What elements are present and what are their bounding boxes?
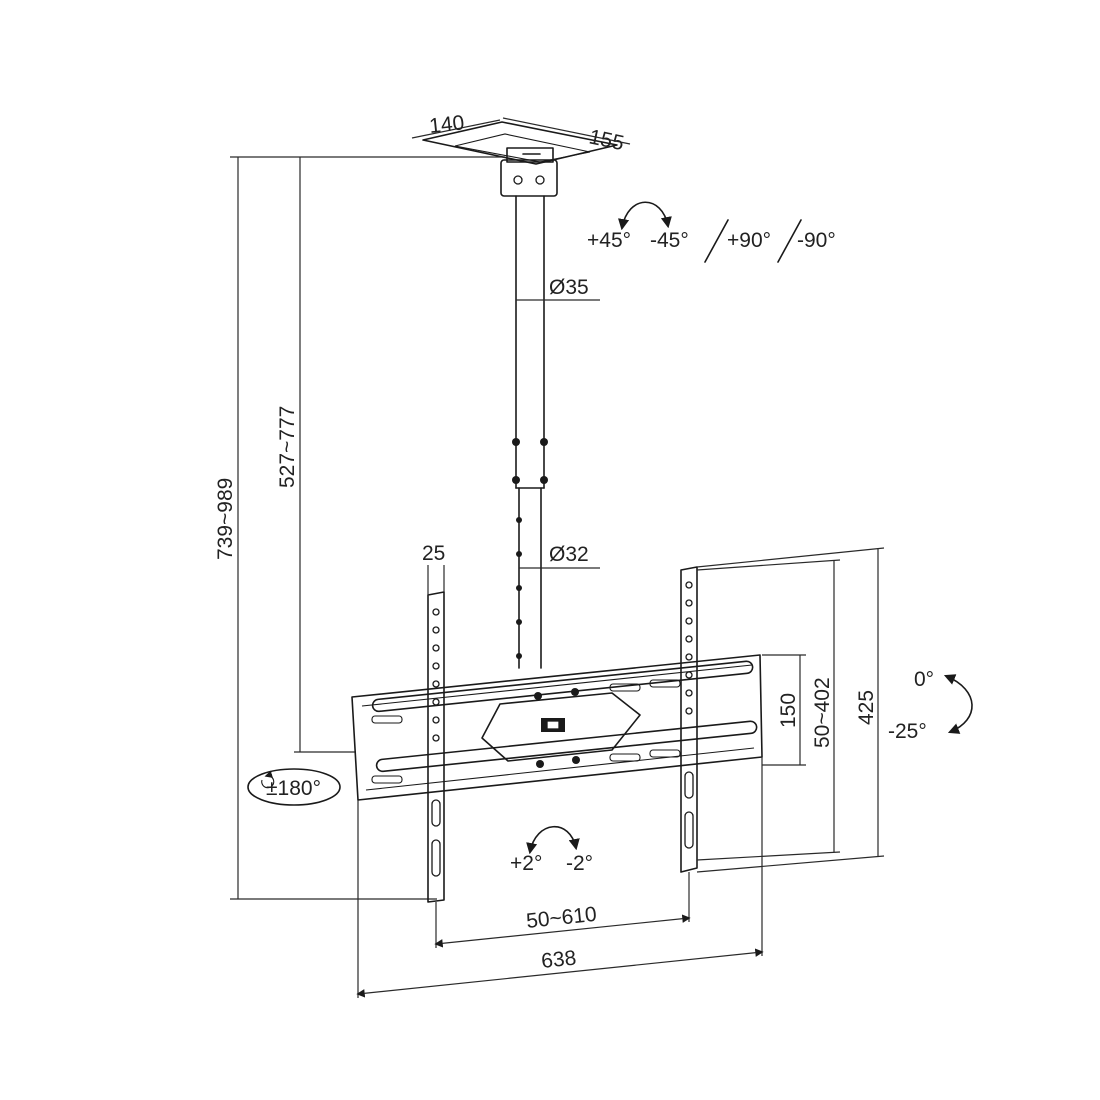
level-neg-label: -2° bbox=[566, 852, 593, 875]
overall-height-label: 739~989 bbox=[214, 478, 237, 560]
left-vertical-arm bbox=[427, 591, 445, 903]
tilt-up-label: 0° bbox=[914, 668, 934, 691]
pole-diameter-dimensions: Ø35 Ø32 bbox=[516, 276, 600, 569]
ceiling-plate bbox=[422, 121, 618, 197]
bracket-height-label: 150 bbox=[777, 693, 800, 728]
pole-lower-diameter-label: Ø32 bbox=[549, 543, 589, 566]
rotate-neg-label: -90° bbox=[797, 229, 836, 252]
height-dimensions: 739~989 527~777 bbox=[214, 156, 505, 900]
swivel-right-label: -45° bbox=[650, 229, 689, 252]
tilt-indicator: 0° -25° bbox=[888, 668, 973, 743]
right-height-dimensions: 150 50~402 425 bbox=[696, 547, 885, 873]
swivel-rotation-indicator: +45° -45° +90° -90° bbox=[587, 201, 836, 263]
vesa-vertical-label: 50~402 bbox=[811, 677, 834, 748]
rotate-pos-label: +90° bbox=[727, 229, 771, 252]
arm-width-dimension: 25 bbox=[422, 542, 445, 595]
drop-height-label: 527~777 bbox=[276, 406, 299, 488]
tv-bracket-frame bbox=[351, 654, 763, 801]
plate-width-label: 140 bbox=[428, 111, 465, 138]
pan-rotation-indicator: ±180° bbox=[247, 768, 341, 806]
level-pos-label: +2° bbox=[510, 852, 542, 875]
arm-height-label: 425 bbox=[855, 690, 878, 725]
extension-pole bbox=[512, 195, 548, 669]
swivel-left-label: +45° bbox=[587, 229, 631, 252]
pole-top-diameter-label: Ø35 bbox=[549, 276, 589, 299]
right-vertical-arm bbox=[680, 566, 698, 873]
level-adjust-indicator: +2° -2° bbox=[510, 825, 593, 875]
bracket-width-label: 638 bbox=[540, 946, 577, 972]
arm-width-label: 25 bbox=[422, 542, 445, 565]
tilt-down-label: -25° bbox=[888, 720, 927, 743]
pan-label: ±180° bbox=[266, 777, 321, 800]
